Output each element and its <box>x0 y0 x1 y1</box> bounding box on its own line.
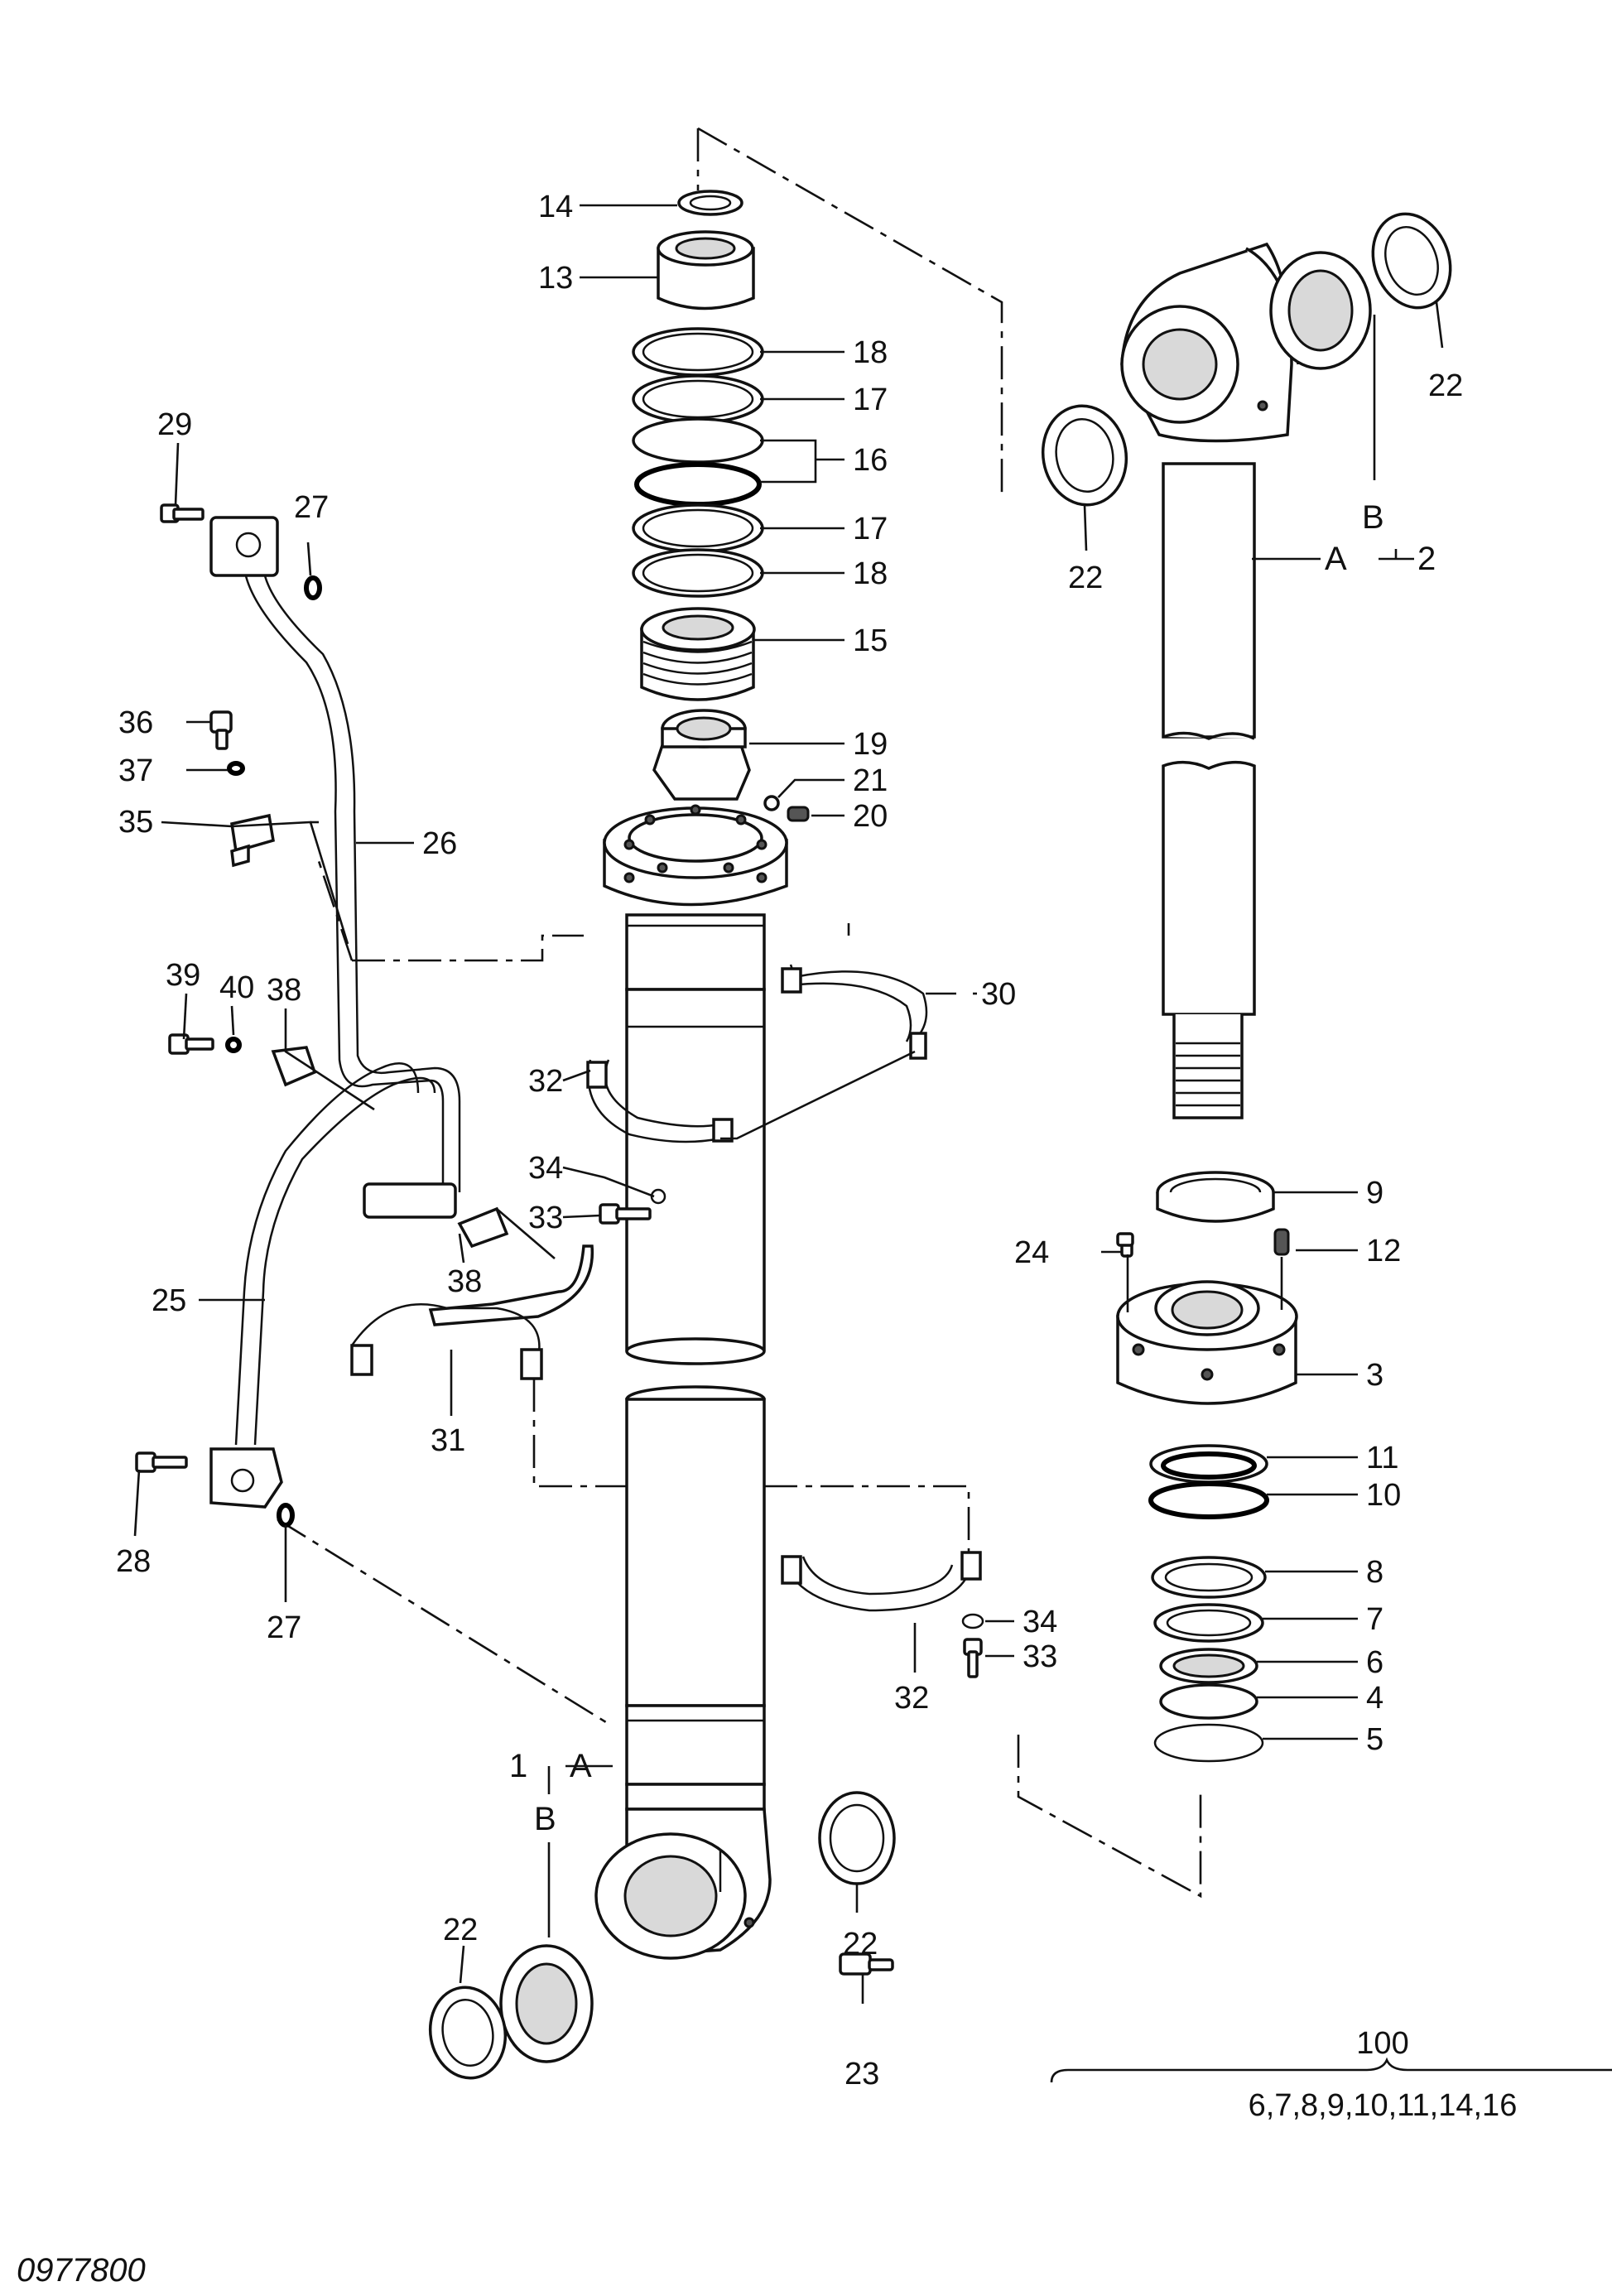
callout: 29 <box>157 407 192 442</box>
callout: 38 <box>447 1264 482 1299</box>
tube-label-a: A <box>570 1748 592 1784</box>
callout: 34 <box>528 1151 563 1186</box>
callout: 33 <box>528 1201 563 1235</box>
callout: 16 <box>853 443 888 478</box>
callout: 22 <box>443 1913 478 1947</box>
callout: 17 <box>853 383 888 417</box>
callout: 19 <box>853 727 888 762</box>
callout: 7 <box>1366 1602 1383 1637</box>
callout: 27 <box>267 1610 301 1645</box>
callout: 6 <box>1366 1645 1383 1680</box>
callout: 35 <box>118 805 153 840</box>
callout: 33 <box>1023 1639 1057 1674</box>
pipe-clamps <box>230 813 982 1612</box>
callout: 34 <box>1023 1605 1057 1639</box>
callout: 27 <box>294 490 329 525</box>
callout: 9 <box>1366 1176 1383 1211</box>
callout: 24 <box>1014 1235 1049 1270</box>
callout: 18 <box>853 556 888 591</box>
callout: 20 <box>853 799 888 834</box>
callout: 25 <box>152 1283 186 1318</box>
callout: 31 <box>431 1423 465 1458</box>
callout: 30 <box>981 977 1016 1012</box>
callout: 28 <box>116 1544 151 1579</box>
callout: 4 <box>1366 1681 1383 1716</box>
callout: 13 <box>538 261 573 296</box>
pin-bushings <box>428 212 1452 2080</box>
callout: 22 <box>1428 368 1463 403</box>
rod-label-a: A <box>1325 541 1347 577</box>
kit-note: 100 6,7,8,9,10,11,14,16 <box>1249 2026 1518 2123</box>
callout: 18 <box>853 335 888 370</box>
callout: 17 <box>853 512 888 546</box>
rod-part-number: 2 <box>1417 541 1436 577</box>
callout: 5 <box>1366 1722 1383 1757</box>
callout: 37 <box>118 753 153 788</box>
callout-labels: 14 13 18 17 16 17 18 15 19 21 20 22 22 2… <box>116 190 1463 2091</box>
rod-label-b: B <box>1362 499 1384 536</box>
callout: 3 <box>1366 1358 1383 1393</box>
callout: 26 <box>422 826 457 861</box>
subassembly-labels: B A 2 1 A B <box>509 499 1436 1837</box>
callout: 38 <box>267 973 301 1008</box>
callout: 8 <box>1366 1555 1383 1590</box>
kit-number: 100 <box>1356 2026 1408 2061</box>
callout: 40 <box>219 970 254 1005</box>
tube-label-b: B <box>534 1801 556 1837</box>
cylinder-head-parts <box>1116 1171 1298 1763</box>
callout: 14 <box>538 190 573 224</box>
callout: 12 <box>1366 1234 1401 1268</box>
tube-part-number: 1 <box>509 1748 527 1784</box>
hydraulic-pipes <box>209 516 461 1528</box>
callout: 11 <box>1366 1441 1398 1475</box>
callout: 36 <box>118 705 153 740</box>
drawing-number: 0977800 <box>17 2252 146 2289</box>
callout: 22 <box>843 1927 878 1961</box>
leader-lines <box>133 204 1612 2083</box>
piston-rod <box>1120 242 1300 1119</box>
callout: 22 <box>1068 561 1103 595</box>
callout: 39 <box>166 958 200 993</box>
explode-guide-lines <box>277 127 1202 1899</box>
callout: 32 <box>528 1064 563 1099</box>
callout: 32 <box>894 1681 929 1716</box>
cylinder-tube <box>594 804 788 1960</box>
bolts-and-fittings <box>135 503 1134 1678</box>
callout: 23 <box>844 2057 879 2091</box>
callout: 15 <box>853 623 888 658</box>
callout: 21 <box>853 763 888 798</box>
callout: 10 <box>1366 1478 1401 1513</box>
rod-bushing-stack <box>632 190 810 822</box>
kit-contents: 6,7,8,9,10,11,14,16 <box>1249 2088 1518 2123</box>
